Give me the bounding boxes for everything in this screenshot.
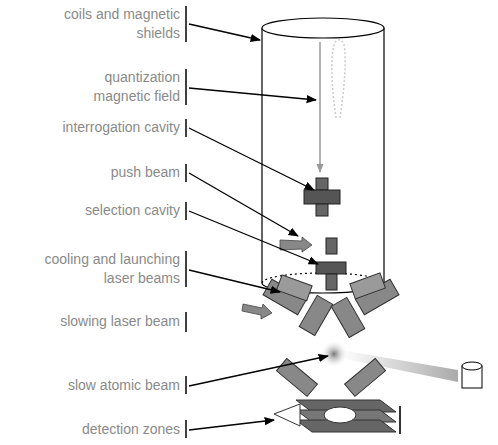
leader-arrow	[189, 24, 260, 40]
detector	[399, 406, 401, 434]
label-bar	[185, 202, 187, 220]
cavity-neck	[326, 274, 337, 290]
part-label: push beam	[5, 163, 180, 182]
label-bar	[185, 69, 187, 105]
cavity-neck	[316, 204, 328, 216]
leader-arrows	[189, 24, 328, 430]
source-top	[462, 362, 482, 370]
shield-cylinder	[262, 18, 384, 293]
leader-arrow	[189, 270, 280, 292]
interrogation-cavity-shape	[304, 178, 340, 216]
laser-tube	[299, 295, 333, 335]
label-bar	[185, 312, 187, 332]
leader-arrow	[189, 88, 316, 100]
label-bar	[185, 251, 187, 287]
cavity-neck	[316, 178, 328, 190]
detection-tube	[345, 358, 386, 396]
part-label: slow atomic beam	[5, 376, 180, 395]
cavity-body	[304, 190, 340, 204]
part-label: cooling and launching laser beams	[30, 250, 180, 288]
cylinder-body	[262, 28, 384, 293]
label-bar	[185, 420, 187, 438]
atom-source	[462, 362, 482, 388]
laser-tube	[350, 273, 386, 299]
label-bar	[185, 164, 187, 182]
label-bars	[185, 6, 187, 438]
cylinder-top	[262, 18, 384, 38]
leader-arrow	[189, 420, 274, 430]
detection-zones-shape	[274, 358, 400, 434]
detection-tube	[276, 358, 317, 396]
part-label: slowing laser beam	[5, 312, 180, 331]
part-label: coils and magnetic shields	[55, 5, 180, 43]
label-bar	[185, 6, 187, 42]
detection-optic	[274, 404, 300, 426]
field-arrow	[319, 42, 321, 172]
leader-arrow	[189, 173, 298, 236]
part-label: selection cavity	[5, 201, 180, 220]
detection-lens	[324, 407, 356, 423]
leader-arrow	[189, 356, 328, 386]
cooling-beams	[263, 273, 399, 338]
selection-cavity-shape	[316, 238, 346, 290]
atom-cloud	[320, 340, 348, 368]
part-label: interrogation cavity	[5, 118, 180, 137]
laser-tube	[277, 275, 313, 301]
leader-arrow	[189, 128, 314, 190]
slowing-beam-arrow	[242, 304, 272, 319]
atom-plume	[332, 40, 345, 118]
leader-arrow	[189, 211, 318, 264]
cavity-body	[316, 262, 346, 274]
part-label: detection zones	[5, 420, 180, 439]
part-label: quantization magnetic field	[70, 68, 180, 106]
label-bar	[185, 376, 187, 394]
laser-tube	[331, 297, 365, 337]
cavity-neck	[326, 238, 337, 254]
label-bar	[185, 119, 187, 137]
